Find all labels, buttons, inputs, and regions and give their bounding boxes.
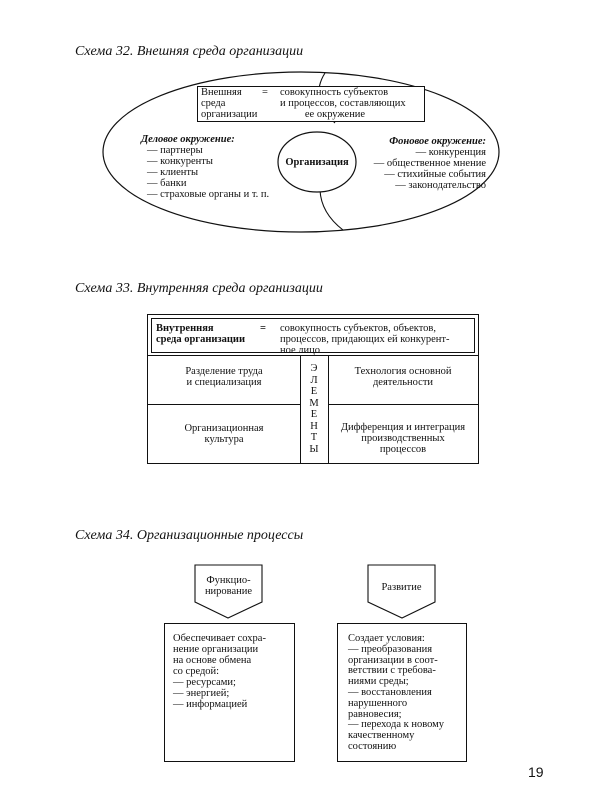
organization-label: Организация xyxy=(285,157,349,168)
header-equals: = xyxy=(260,323,266,334)
header-description: совокупность субъектов, объектов, процес… xyxy=(280,323,450,356)
cell-labor-division: Разделение труда и специализация xyxy=(185,366,263,388)
definition-equals: = xyxy=(262,87,268,98)
functioning-box: Обеспечивает сохра- нение организации на… xyxy=(164,623,295,762)
development-pentagon xyxy=(367,564,436,619)
header-term: Внутренняя среда организации xyxy=(156,323,246,345)
scheme34-caption: Схема 34. Организационные процессы xyxy=(75,528,304,543)
row-divider-right xyxy=(328,404,478,405)
business-environment: Деловое окружение: — партнеры — конкурен… xyxy=(141,134,270,200)
development-label: Развитие xyxy=(381,582,422,593)
external-environment-ellipse xyxy=(102,71,500,233)
cell-organizational-culture: Организационная культура xyxy=(184,423,264,445)
background-environment: Фоновое окружение: — конкуренция — общес… xyxy=(373,136,486,191)
functioning-pentagon xyxy=(194,564,263,619)
scheme32-caption: Схема 32. Внешняя среда организации xyxy=(75,44,304,59)
row-divider-left xyxy=(148,404,300,405)
internal-environment-table: Внутренняя среда организации = совокупно… xyxy=(147,314,479,464)
cell-core-technology: Технология основной деятельности xyxy=(354,366,452,388)
col-divider-right xyxy=(328,355,329,463)
internal-environment-header: Внутренняя среда организации = совокупно… xyxy=(151,318,475,356)
development-box: Создает условия: — преобразования органи… xyxy=(337,623,467,762)
definition-term: Внешняя среда организации xyxy=(201,87,258,120)
definition-description: совокупность субъектов и процессов, сост… xyxy=(280,87,406,120)
scheme33-caption: Схема 33. Внутренняя среда организации xyxy=(75,281,323,296)
functioning-description: Обеспечивает сохра- нение организации на… xyxy=(173,633,266,710)
divider-arc-bottom xyxy=(319,189,344,231)
organization-circle xyxy=(277,131,357,193)
col-divider-left xyxy=(300,355,301,463)
development-description: Создает условия: — преобразования органи… xyxy=(348,633,445,752)
external-environment-definition-box xyxy=(197,86,425,122)
elements-vertical-label: Э Л Е М Е Н Т Ы xyxy=(309,363,319,455)
cell-differentiation-integration: Дифференция и интеграция производственны… xyxy=(340,422,466,455)
row-divider-top xyxy=(148,355,478,356)
functioning-label: Функцио- нирование xyxy=(204,575,253,597)
page-number: 19 xyxy=(528,764,544,780)
